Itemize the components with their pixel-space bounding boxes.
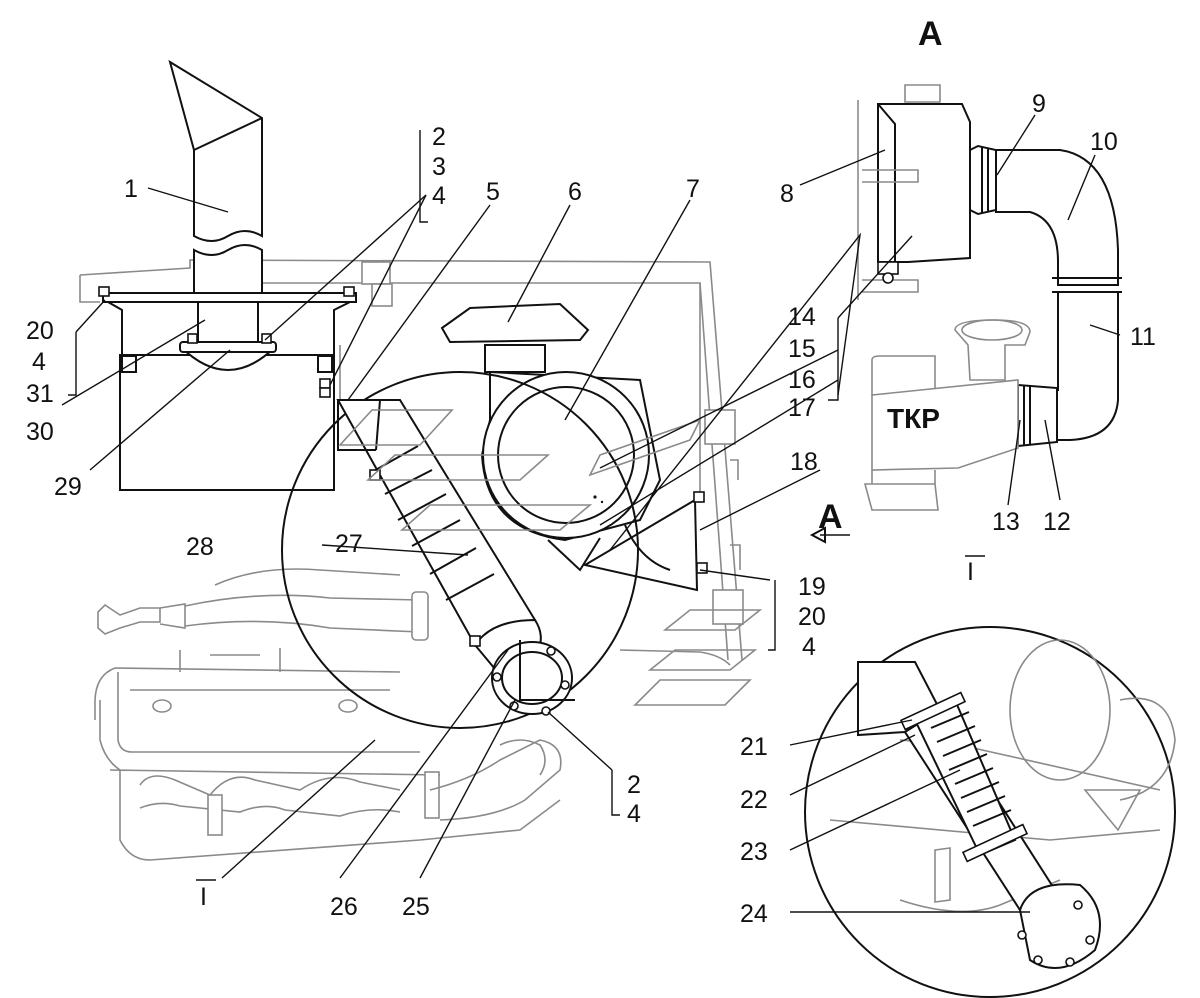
callout-13: 13 <box>992 508 1020 536</box>
air-filter-housing <box>440 302 708 592</box>
frame-rail <box>79 259 744 661</box>
callout-27: 27 <box>335 530 363 558</box>
callout-10: 10 <box>1090 128 1118 156</box>
callout-30: 30 <box>26 418 54 446</box>
callout-2-lower: 2 <box>627 771 641 799</box>
callout-3: 3 <box>432 153 446 181</box>
turbo-label: ТКР <box>887 403 940 434</box>
callout-18: 18 <box>790 448 818 476</box>
callout-19: 19 <box>798 573 826 601</box>
callout-12: 12 <box>1043 508 1071 536</box>
detail-i-outline <box>281 371 639 729</box>
callout-28: 28 <box>186 533 214 561</box>
callout-21: 21 <box>740 733 768 761</box>
air-cleaner <box>98 286 357 491</box>
callout-4-right: 4 <box>802 633 816 661</box>
callout-20-left: 20 <box>26 317 54 345</box>
callout-2: 2 <box>432 123 446 151</box>
callout-4-left: 4 <box>32 348 46 376</box>
view-titles: A ТКР A I I <box>196 15 985 911</box>
callout-6: 6 <box>568 178 582 206</box>
view-a-arrow-label: A <box>818 498 843 536</box>
callout-15: 15 <box>788 335 816 363</box>
callout-labels: 1 2 3 4 5 6 7 8 9 10 11 12 13 14 15 16 1… <box>26 90 1156 928</box>
callout-7: 7 <box>686 175 700 203</box>
callout-4: 4 <box>432 182 446 210</box>
engine-block <box>94 568 731 861</box>
detail-i-marker-main: I <box>200 883 207 911</box>
callout-31: 31 <box>26 380 54 408</box>
view-a-title: A <box>918 15 943 53</box>
leader-lines <box>61 114 1121 913</box>
callout-5: 5 <box>486 178 500 206</box>
callout-24: 24 <box>740 900 768 928</box>
callout-20-right: 20 <box>798 603 826 631</box>
exhaust-stack <box>168 59 263 301</box>
callout-1: 1 <box>124 175 138 203</box>
callout-8: 8 <box>780 180 794 208</box>
callout-25: 25 <box>402 893 430 921</box>
callout-22: 22 <box>740 786 768 814</box>
detail-i-view <box>804 626 1176 998</box>
callout-23: 23 <box>740 838 768 866</box>
callout-17: 17 <box>788 394 816 422</box>
callout-29: 29 <box>54 473 82 501</box>
hatch-plates <box>338 409 763 706</box>
detail-i-marker: I <box>967 558 974 586</box>
callout-4-lower: 4 <box>627 800 641 828</box>
callout-26: 26 <box>330 893 358 921</box>
callout-14: 14 <box>788 303 816 331</box>
callout-11: 11 <box>1130 323 1156 351</box>
callout-9: 9 <box>1032 90 1046 118</box>
callout-16: 16 <box>788 366 816 394</box>
view-a <box>857 84 1122 511</box>
